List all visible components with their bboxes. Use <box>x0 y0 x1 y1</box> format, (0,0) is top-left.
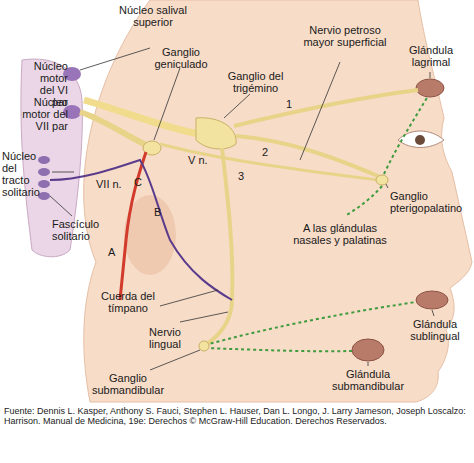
gland-label: Glándula sublingual <box>400 318 470 342</box>
gland-label: Glándula lagrimal <box>396 44 466 68</box>
nerve-label: Nervio lingual <box>140 326 190 350</box>
nerve-label: VII n. <box>96 178 130 190</box>
ganglion-label: Ganglio submandibular <box>88 372 168 396</box>
nucleus-label: Núcleo salival superior <box>118 4 188 28</box>
nucleus-label: Núcleo del tracto solitario <box>2 150 38 198</box>
tract-label: Fascículo solitario <box>52 218 110 242</box>
nucleus-label: Núcleo motor del VII par <box>20 96 68 132</box>
branch-letter: C <box>134 176 146 188</box>
ganglion-label: Ganglio pterigopalatino <box>390 190 470 214</box>
callout-number: 3 <box>238 170 250 182</box>
ganglion-label: Ganglio geniculado <box>150 46 212 70</box>
branch-letter: A <box>108 246 120 258</box>
branch-letter: B <box>154 206 166 218</box>
ganglion-label: Ganglio del trigémino <box>218 70 293 94</box>
nerve-label: V n. <box>188 154 218 166</box>
nerve-label: Nervio petroso mayor superficial <box>300 24 390 48</box>
nerve-label: Cuerda del tímpano <box>96 290 160 314</box>
callout-number: 1 <box>286 98 298 110</box>
gland-label: A las glándulas nasales y palatinas <box>290 222 390 246</box>
callout-number: 2 <box>262 146 274 158</box>
source-caption: Fuente: Dennis L. Kasper, Anthony S. Fau… <box>4 406 470 427</box>
gland-label: Glándula submandibular <box>328 368 408 392</box>
